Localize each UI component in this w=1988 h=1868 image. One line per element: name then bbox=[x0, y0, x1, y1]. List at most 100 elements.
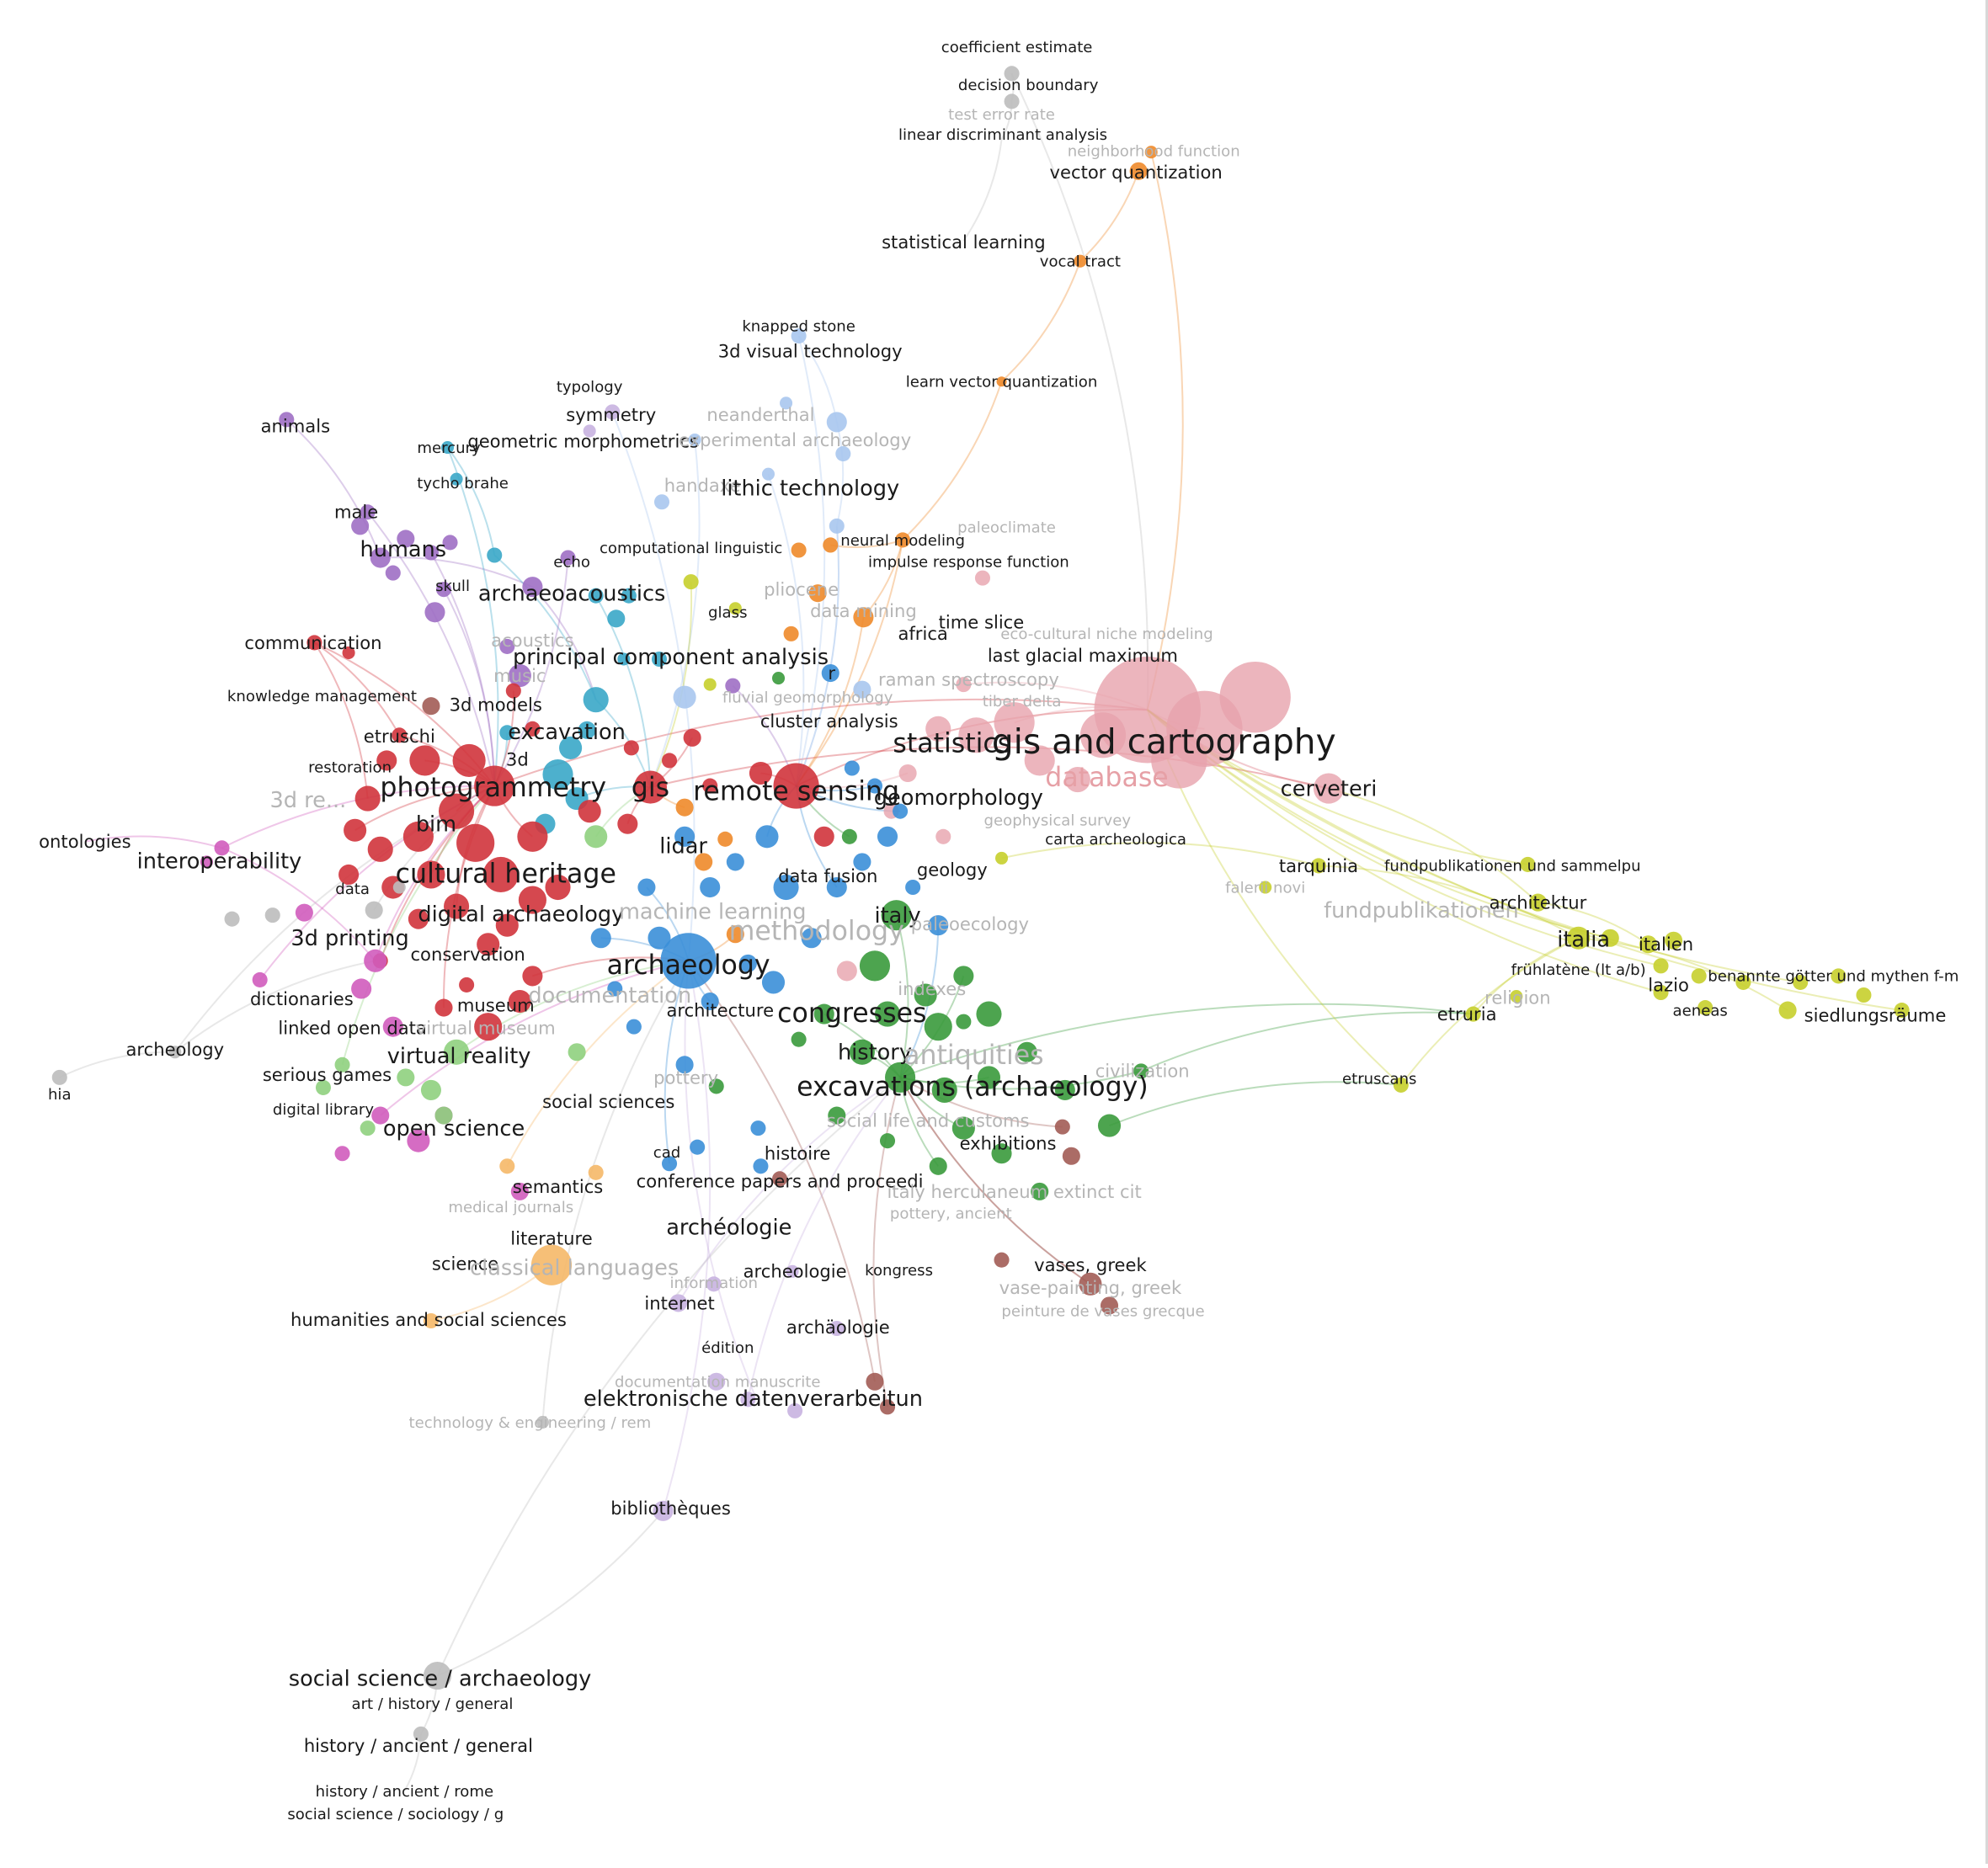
network-node-green[interactable] bbox=[874, 1001, 901, 1027]
network-node-blue[interactable] bbox=[701, 992, 719, 1011]
network-node-yellow[interactable] bbox=[1259, 881, 1272, 894]
node-label-3d-models[interactable]: 3d models bbox=[450, 695, 542, 716]
node-label-congresses[interactable]: congresses bbox=[777, 998, 926, 1029]
node-label-social-life-and-customs[interactable]: social life and customs bbox=[827, 1110, 1030, 1131]
network-node-cyan[interactable] bbox=[607, 609, 626, 628]
node-label-elektronische-datenverarbeitun[interactable]: elektronische datenverarbeitun bbox=[584, 1386, 923, 1412]
node-label-interoperability[interactable]: interoperability bbox=[137, 849, 302, 874]
network-node-pink-big[interactable] bbox=[958, 717, 994, 753]
network-node-green[interactable] bbox=[951, 1116, 975, 1140]
node-label-neanderthal[interactable]: neanderthal bbox=[706, 404, 814, 425]
network-node-red[interactable] bbox=[354, 785, 381, 812]
node-label-archaeoacoustics[interactable]: archaeoacoustics bbox=[478, 582, 666, 607]
node-label-indexes[interactable]: indexes bbox=[898, 978, 966, 999]
node-label-africa[interactable]: africa bbox=[898, 623, 947, 644]
node-label-cluster-analysis[interactable]: cluster analysis bbox=[760, 710, 898, 732]
node-label-gis[interactable]: gis bbox=[632, 773, 669, 803]
network-node-light-purple[interactable] bbox=[605, 404, 621, 420]
node-label-falerii-novi[interactable]: falerii novi bbox=[1225, 879, 1305, 897]
network-node-orange[interactable] bbox=[1074, 254, 1087, 268]
network-node-purple[interactable] bbox=[424, 602, 445, 623]
network-node-blue[interactable] bbox=[590, 928, 611, 949]
network-node-purple[interactable] bbox=[435, 582, 452, 598]
node-label-fundpublikationen[interactable]: fundpublikationen bbox=[1324, 898, 1519, 923]
node-label-vases-greek[interactable]: vases, greek bbox=[1034, 1254, 1147, 1275]
node-label-archeologie[interactable]: archeologie bbox=[744, 1261, 847, 1282]
network-node-red[interactable] bbox=[438, 793, 475, 829]
network-node-red[interactable] bbox=[408, 908, 429, 929]
network-node-green[interactable] bbox=[1054, 1079, 1075, 1100]
node-label-excavation[interactable]: excavation bbox=[508, 720, 626, 745]
network-node-pink-big[interactable] bbox=[925, 716, 951, 742]
network-node-cyan[interactable] bbox=[588, 588, 604, 604]
network-node-magenta[interactable] bbox=[295, 903, 313, 922]
node-label-social-science-sociology-g[interactable]: social science / sociology / g bbox=[287, 1806, 504, 1823]
network-node-red[interactable] bbox=[522, 966, 543, 987]
network-node-yellow[interactable] bbox=[1778, 1001, 1797, 1019]
node-label-serious-games[interactable]: serious games bbox=[263, 1064, 392, 1085]
network-node-light-purple[interactable] bbox=[669, 1294, 688, 1312]
node-label-statistics[interactable]: statistics bbox=[893, 728, 1011, 758]
network-node-pink-big[interactable] bbox=[935, 828, 951, 844]
network-node-orange[interactable] bbox=[823, 537, 839, 553]
network-node-red[interactable] bbox=[633, 770, 668, 804]
node-label-lithic-technology[interactable]: lithic technology bbox=[721, 476, 899, 502]
network-node-orange[interactable] bbox=[853, 607, 874, 628]
network-node-red[interactable] bbox=[417, 860, 445, 889]
network-node-light-green[interactable] bbox=[334, 1056, 350, 1072]
node-label-italy-herculaneum[interactable]: italy herculaneum extinct cit bbox=[887, 1181, 1141, 1202]
network-node-grey[interactable] bbox=[423, 1662, 452, 1690]
network-node-brown[interactable] bbox=[879, 1399, 896, 1415]
network-node-brown[interactable] bbox=[771, 1171, 788, 1187]
network-node-yellow[interactable] bbox=[1856, 987, 1872, 1003]
network-node-cyan[interactable] bbox=[621, 588, 637, 604]
network-node-orange[interactable] bbox=[675, 798, 694, 817]
network-node-magenta[interactable] bbox=[407, 1129, 430, 1152]
network-node-green[interactable] bbox=[849, 1039, 875, 1065]
network-node-light-blue[interactable] bbox=[673, 685, 696, 709]
node-label-italy[interactable]: italy bbox=[875, 903, 921, 929]
network-node-cyan[interactable] bbox=[542, 758, 573, 790]
network-node-blue[interactable] bbox=[607, 981, 623, 997]
network-node-magenta[interactable] bbox=[510, 1182, 529, 1200]
node-label-impulse-response-function[interactable]: impulse response function bbox=[868, 553, 1069, 571]
network-node-blue[interactable] bbox=[750, 1120, 766, 1136]
node-label-archaeology[interactable]: archaeology bbox=[607, 950, 770, 981]
node-label-machine-learning[interactable]: machine learning bbox=[619, 900, 807, 925]
network-node-light-purple[interactable] bbox=[707, 1372, 726, 1391]
network-node-yellow[interactable] bbox=[1653, 984, 1669, 1001]
network-node-blue[interactable] bbox=[821, 664, 839, 683]
node-label-pottery-ancient[interactable]: pottery, ancient bbox=[890, 1205, 1012, 1222]
network-node-green[interactable] bbox=[914, 983, 937, 1007]
network-node-green[interactable] bbox=[924, 1013, 952, 1041]
node-label-neural-modeling[interactable]: neural modeling bbox=[840, 532, 965, 550]
network-node-brown[interactable] bbox=[422, 697, 440, 716]
network-node-pink-big[interactable] bbox=[1079, 712, 1127, 758]
node-label-art-history-general[interactable]: art / history / general bbox=[352, 1695, 514, 1713]
network-node-light-purple[interactable] bbox=[653, 1500, 674, 1521]
node-label-statistical-learning[interactable]: statistical learning bbox=[882, 232, 1046, 253]
node-label-3d[interactable]: 3d bbox=[506, 748, 529, 769]
network-node-yellow[interactable] bbox=[1310, 858, 1327, 874]
node-label-cultural-heritage[interactable]: cultural heritage bbox=[396, 859, 616, 890]
node-label-cad[interactable]: cad bbox=[653, 1144, 681, 1162]
network-node-red[interactable] bbox=[459, 977, 475, 993]
node-label-semantics[interactable]: semantics bbox=[513, 1176, 604, 1197]
network-node-brown[interactable] bbox=[1054, 1119, 1070, 1135]
node-label-3d-reconstruction[interactable]: 3d re... bbox=[270, 788, 347, 813]
network-node-brown[interactable] bbox=[1100, 1296, 1119, 1315]
node-label-symmetry[interactable]: symmetry bbox=[566, 404, 656, 425]
network-node-red[interactable] bbox=[623, 740, 639, 756]
network-node-grey[interactable] bbox=[264, 907, 280, 923]
network-node-magenta[interactable] bbox=[200, 855, 213, 869]
node-label-methodology[interactable]: methodology bbox=[729, 916, 904, 946]
network-node-green[interactable] bbox=[885, 1062, 916, 1093]
node-label-acoustics[interactable]: acoustics bbox=[491, 630, 574, 651]
network-node-magenta[interactable] bbox=[334, 1146, 350, 1162]
network-node-blue[interactable] bbox=[648, 926, 671, 950]
network-node-purple[interactable] bbox=[385, 565, 401, 581]
network-node-cyan[interactable] bbox=[583, 687, 609, 713]
network-node-yellow[interactable] bbox=[1793, 974, 1809, 990]
node-label-kongress[interactable]: kongress bbox=[865, 1262, 933, 1280]
network-node-purple[interactable] bbox=[522, 577, 543, 598]
